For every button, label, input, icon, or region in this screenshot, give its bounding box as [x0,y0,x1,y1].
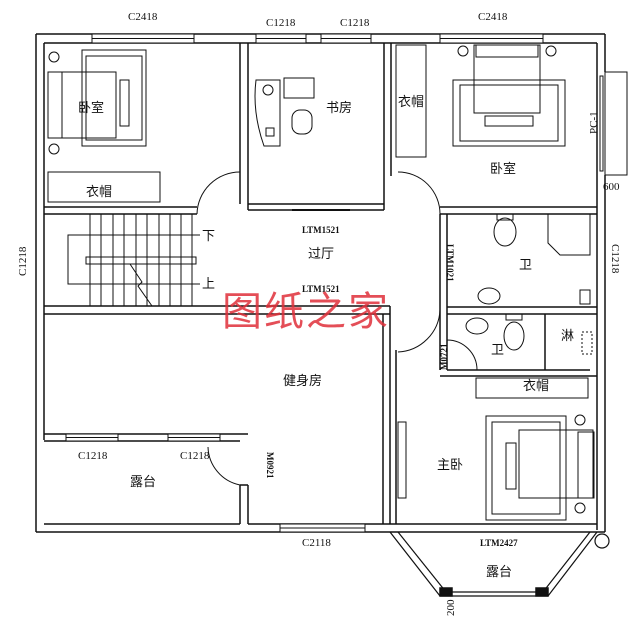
stair-up-label: 上 [202,277,216,292]
window-label-pc1: PC-1 [588,111,600,134]
closet-right-box [395,44,427,158]
room-label-closet-right: 衣帽 [398,95,425,110]
window-label-c2118: C2118 [302,537,331,549]
staircase [67,214,200,307]
door-label-ltm2427: LTM2427 [480,538,518,548]
window-label-c2418-left: C2418 [128,11,158,23]
door-label-m0721: M0721 [439,343,449,371]
closet-master-box [475,377,589,399]
dimension-600: 600 [603,181,620,193]
watermark-text: 图纸之家 [222,289,390,335]
door-label-ltm1521-top: LTM1521 [302,225,340,235]
window-label-c2418-right: C2418 [478,11,508,23]
bedroom-right-furniture [452,44,566,147]
balcony-walls [389,531,610,597]
window-label-c1218-terrace-right: C1218 [180,450,210,462]
door-label-ltm1021: LTM1021 [445,244,455,282]
window-label-c1218-study-right: C1218 [340,17,370,29]
door-label-ltm1521-bottom: LTM1521 [302,284,340,294]
bay-window [599,71,628,176]
master-bedroom-furniture [397,414,595,521]
terrace-windows [65,433,221,442]
room-label-bedroom-right: 卧室 [490,162,517,177]
room-label-master-bedroom: 主卧 [437,458,464,473]
balcony-post-right [535,587,549,597]
room-label-bath-lower: 卫 [491,343,505,358]
room-label-gym: 健身房 [283,374,323,389]
dimension-200: 200 [445,599,457,617]
room-label-closet-master: 衣帽 [523,379,550,394]
top-windows [91,33,544,44]
window-label-c1218-study-left: C1218 [266,17,296,29]
bath-lower-fixtures [465,313,593,355]
bath-upper-fixtures [477,213,591,305]
room-label-balcony: 露台 [486,565,513,580]
stair-down-label: 下 [202,229,216,244]
bedroom-left-furniture [47,49,161,203]
window-label-c1218-bath: C1218 [609,244,621,274]
room-label-bath-upper: 卫 [519,258,533,273]
exterior-walls [35,33,606,533]
room-label-closet-left: 衣帽 [86,185,113,200]
window-label-c1218-terrace-left: C1218 [78,450,108,462]
room-label-bedroom-left: 卧室 [78,101,105,116]
door-label-m0921: M0921 [265,452,275,479]
balcony-post-left [439,587,453,597]
room-label-shower: 淋 [561,329,575,344]
window-label-c1218-stair: C1218 [17,246,29,276]
room-label-study: 书房 [326,101,353,116]
room-label-terrace-left: 露台 [130,475,157,490]
room-label-hall: 过厅 [308,247,335,262]
study-furniture [254,77,315,147]
gym-bottom-window [279,523,366,533]
door-swings [196,171,478,486]
